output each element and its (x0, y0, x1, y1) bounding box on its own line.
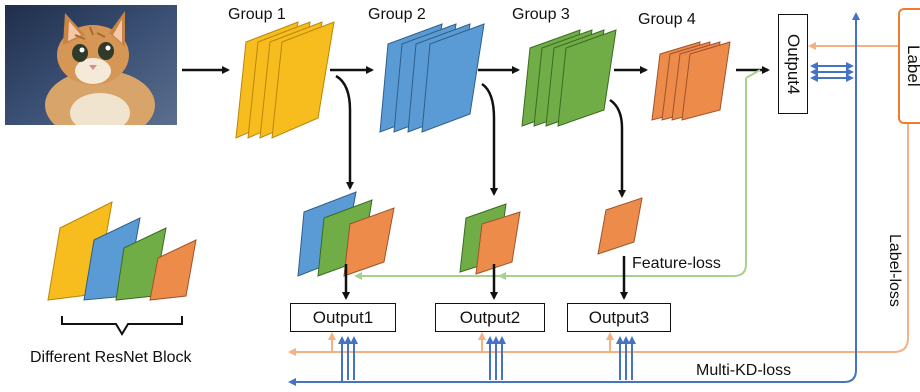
group3-label: Group 3 (512, 6, 570, 23)
branch-g1 (335, 74, 354, 190)
group1-blocks (235, 21, 335, 139)
output2-box: Output2 (435, 303, 545, 332)
feature-loss-line (354, 69, 761, 280)
branch-arrows (335, 74, 626, 198)
g2-layer4 (421, 23, 485, 133)
input-cat-image (5, 5, 177, 125)
shallow-classifier-1 (297, 191, 395, 277)
g3-layer4 (557, 29, 617, 127)
feature-loss-path (356, 78, 747, 277)
branch-g2 (481, 82, 498, 196)
sc2-orange (475, 211, 521, 275)
legend-blocks (47, 201, 197, 301)
sc1-orange (343, 207, 395, 277)
group2-blocks (379, 23, 485, 133)
group4-label: Group 4 (638, 11, 696, 28)
legend-orange (149, 239, 197, 301)
output1-box: Output1 (290, 303, 396, 332)
label-loss-path (294, 90, 909, 353)
kd-loss-label: Multi-KD-loss (696, 362, 792, 379)
group1-label: Group 1 (228, 6, 286, 23)
label-box: Label (898, 8, 920, 124)
kd-loss-path (294, 20, 857, 383)
feature-loss-label: Feature-loss (632, 255, 721, 272)
output4-box: Output4 (778, 14, 808, 114)
label-loss-label: Label-loss (886, 234, 903, 307)
group4-blocks (651, 41, 731, 121)
sc3-orange (597, 197, 643, 255)
group2-label: Group 2 (368, 6, 426, 23)
group3-blocks (521, 29, 617, 127)
legend-caption: Different ResNet Block (30, 349, 192, 366)
feature-loss-tap (745, 69, 761, 79)
legend-brace (61, 316, 183, 336)
branch-g3 (609, 98, 626, 198)
shallow-classifier-2 (459, 203, 521, 275)
g1-layer4 (271, 21, 335, 139)
label-loss-line (288, 42, 909, 356)
output-arrows (342, 256, 628, 300)
kd-loss-line (288, 12, 860, 386)
g4-layer4 (681, 41, 731, 121)
shallow-classifier-3 (597, 197, 643, 255)
output3-box: Output3 (567, 303, 671, 332)
